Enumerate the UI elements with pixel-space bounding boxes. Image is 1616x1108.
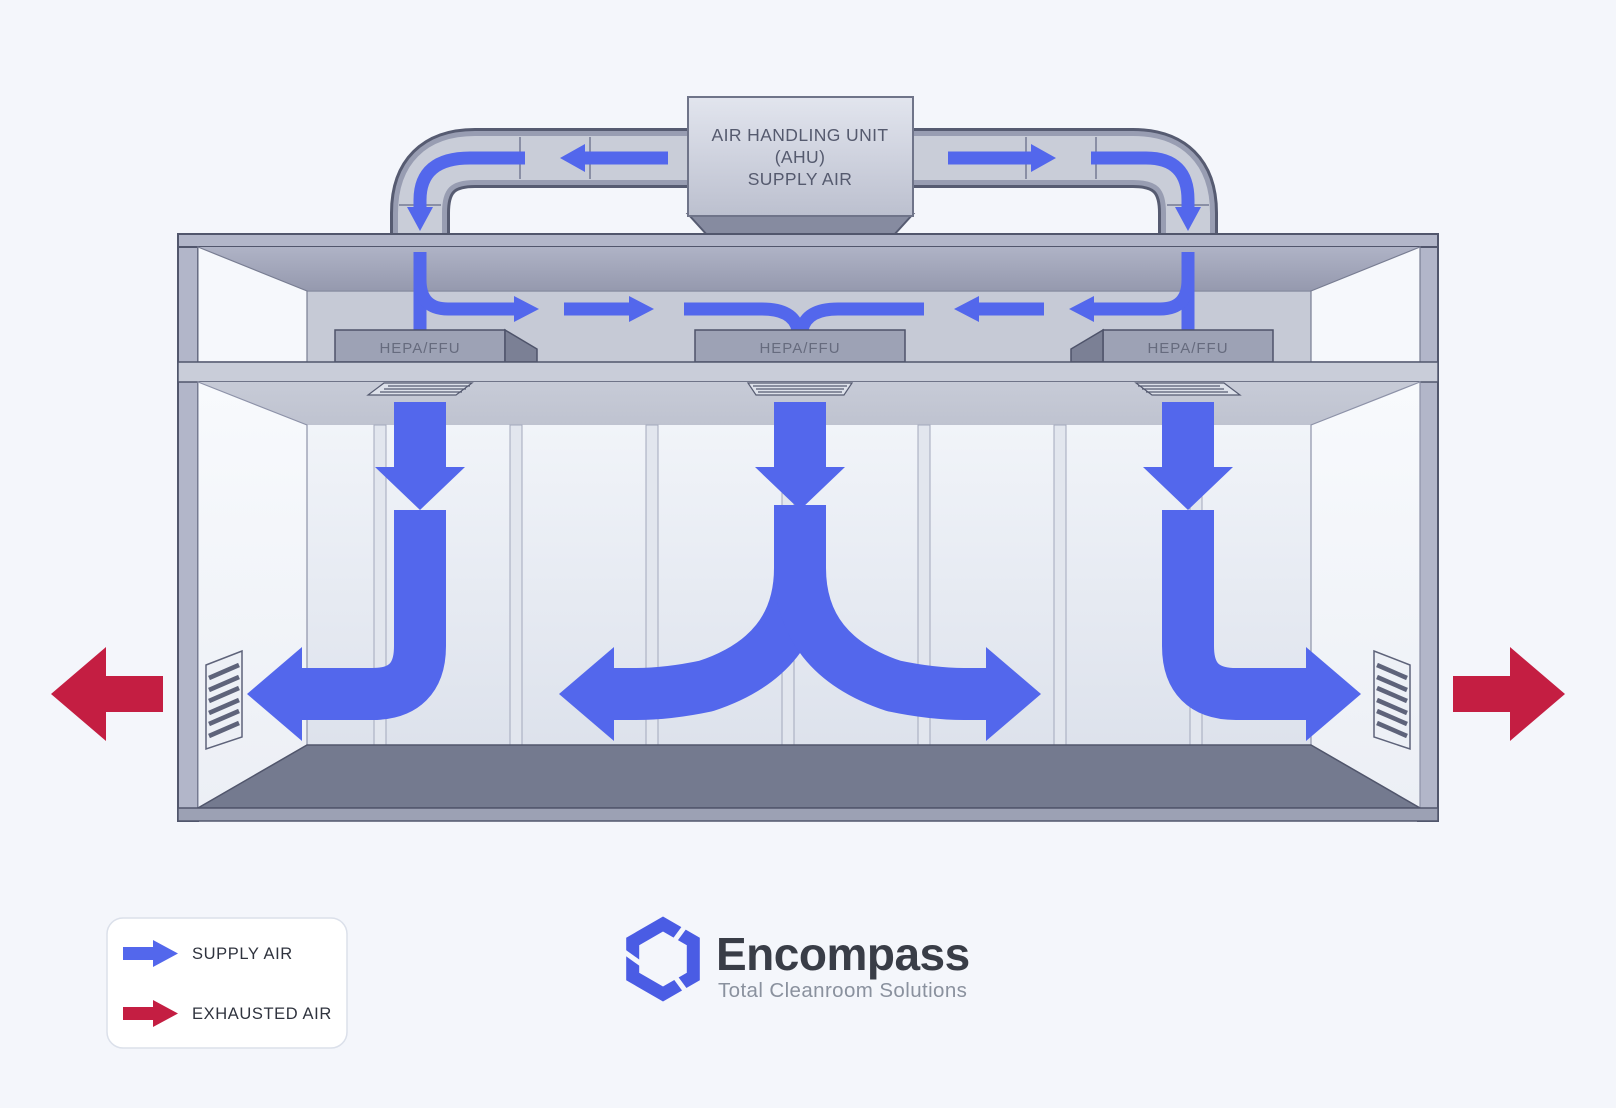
supply-arrowhead-louver-left — [247, 647, 302, 741]
wall-mullion — [1053, 424, 1067, 746]
supply-downflow-right — [1143, 402, 1233, 510]
supply-arrow-duct-left — [560, 144, 668, 172]
exhaust-louver-right — [1373, 649, 1411, 751]
hepa-unit-right: HEPA/FFU — [1070, 328, 1274, 363]
legend: SUPPLY AIR EXHAUSTED AIR — [106, 917, 348, 1049]
brand-tagline: Total Cleanroom Solutions — [718, 979, 967, 1002]
supply-downflow-center — [755, 402, 845, 510]
room-post-right — [1417, 233, 1439, 822]
floor — [195, 744, 1423, 809]
ahu-label-line3: SUPPLY AIR — [748, 169, 853, 189]
supply-arrow-elbow-right — [1091, 151, 1195, 207]
supply-arrow-mid-right — [954, 296, 1044, 322]
ahu-label-line1: AIR HANDLING UNIT — [712, 125, 889, 145]
encompass-hexagon-icon — [621, 916, 700, 1002]
supply-arrow-mid-left — [564, 296, 654, 322]
legend-supply-label: SUPPLY AIR — [192, 945, 293, 963]
wall-mullion — [509, 424, 523, 746]
ceiling-diffusers — [366, 382, 1242, 396]
supply-arrowhead-down-left — [407, 207, 433, 231]
legend-exhaust-arrow-icon — [123, 1000, 178, 1027]
roof-underside — [198, 247, 1420, 291]
supply-downflow-left — [375, 402, 465, 510]
supply-flow-right-to-louver — [1162, 510, 1306, 720]
base-rail — [177, 807, 1439, 822]
brand-logo: Encompass Total Cleanroom Solutions — [621, 916, 970, 1002]
ceiling-diffuser-right — [1134, 382, 1242, 396]
supply-arrow-duct-right — [948, 144, 1056, 172]
ahu-unit: AIR HANDLING UNIT (AHU) SUPPLY AIR — [685, 96, 916, 237]
hepa-unit-left: HEPA/FFU — [334, 328, 538, 363]
supply-arrowhead-right — [514, 296, 539, 322]
supply-arrowhead-down-right — [1175, 207, 1201, 231]
supply-flow-center-split-right — [774, 505, 986, 720]
ahu-base — [685, 213, 916, 237]
roof-beam — [177, 233, 1439, 248]
legend-supply-arrow-icon — [123, 940, 178, 967]
supply-branch-right — [1094, 279, 1195, 316]
supply-arrowhead-left — [1069, 296, 1094, 322]
ceiling-diffuser-left — [366, 382, 474, 396]
supply-flow-left-to-louver — [302, 510, 446, 720]
supply-branch-left — [413, 279, 514, 316]
ahu-box — [687, 96, 914, 217]
exhaust-louver-left — [205, 649, 243, 751]
duct-supply-arrows — [407, 144, 1201, 231]
hepa-unit-center: HEPA/FFU — [694, 329, 906, 363]
hepa-label-center: HEPA/FFU — [759, 340, 840, 357]
ceiling-diffuser-center — [746, 382, 854, 396]
brand-name: Encompass — [716, 928, 970, 980]
supply-arrowhead-louver-right — [1306, 647, 1361, 741]
supply-arrowhead-center-left — [559, 647, 614, 741]
hepa-label-right: HEPA/FFU — [1147, 340, 1228, 357]
ahu-label-line2: (AHU) — [775, 147, 826, 167]
room-post-left — [177, 233, 199, 822]
hepa-label-left: HEPA/FFU — [379, 340, 460, 357]
supply-arrowhead-center-right — [986, 647, 1041, 741]
supply-arrow-elbow-left — [413, 151, 525, 207]
ceiling-grid-beam — [177, 361, 1439, 383]
room-supply-arrows — [247, 402, 1361, 741]
exhaust-arrow-right — [1453, 647, 1565, 741]
legend-exhaust-label: EXHAUSTED AIR — [192, 1005, 332, 1023]
plenum-supply-arrows — [413, 252, 1195, 342]
legend-box — [106, 917, 348, 1049]
exhaust-arrow-left — [51, 647, 163, 741]
